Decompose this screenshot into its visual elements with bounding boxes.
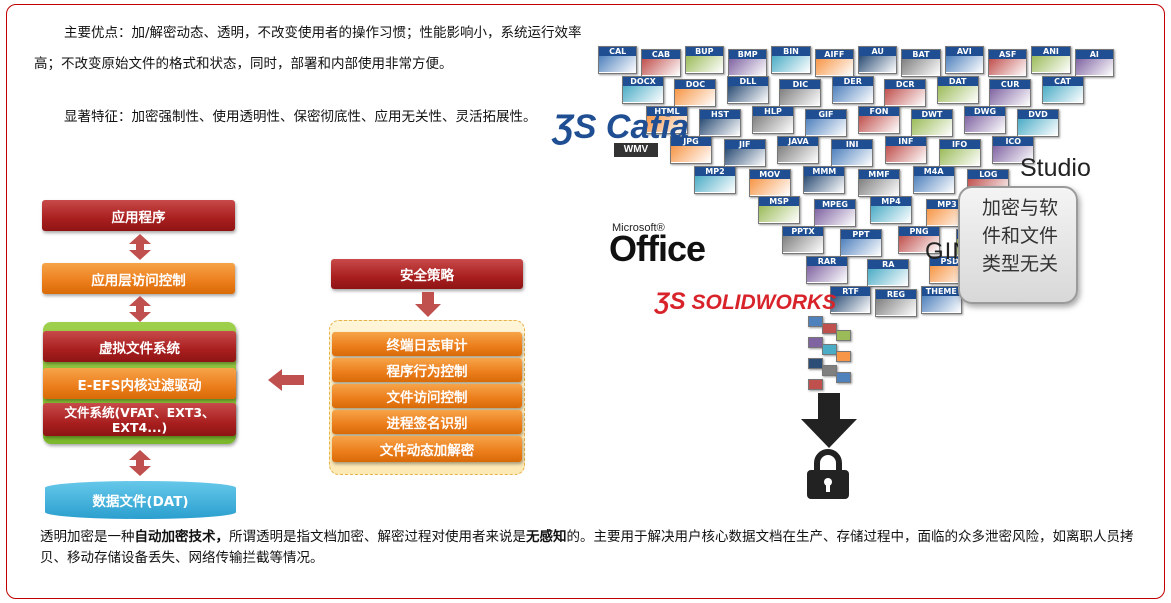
file-type-icon: M4A (912, 166, 955, 194)
file-type-icon: HST (699, 109, 741, 137)
filesystem-box: 文件系统(VFAT、EXT3、EXT4...) (43, 403, 236, 436)
file-type-icon (808, 337, 823, 348)
file-type-icon (822, 323, 837, 334)
efs-driver-box: E-EFS内核过滤驱动 (43, 368, 236, 399)
file-type-icon: ASF (988, 49, 1028, 77)
file-type-icon: DIC (779, 79, 822, 107)
policy-item: 程序行为控制 (332, 358, 522, 382)
file-type-icon (822, 344, 837, 355)
file-type-icon: AU (858, 46, 898, 74)
data-file-cylinder: 数据文件(DAT) (45, 481, 236, 519)
policy-item: 终端日志审计 (332, 332, 522, 356)
file-type-icon: THEME (920, 286, 962, 314)
file-type-icon (808, 358, 823, 369)
studio-logo: Studio (1020, 154, 1091, 182)
download-arrow-icon (801, 393, 857, 448)
file-type-icon: AIFF (814, 49, 854, 77)
file-type-icon: AVI (944, 46, 984, 74)
file-type-icon: MOV (748, 169, 791, 197)
file-type-icon: PNG (898, 226, 940, 254)
app-box: 应用程序 (42, 200, 235, 231)
file-type-icon (808, 316, 823, 327)
file-type-icon: DLL (726, 76, 769, 104)
advantages-text: 主要优点：加/解密动态、透明，不改变使用者的操作习惯；性能影响小，系统运行效率高… (34, 25, 582, 72)
file-type-icon: DWT (911, 109, 953, 137)
features-text: 显著特征：加密强制性、使用透明性、保密彻底性、应用无关性、灵活拓展性。 (64, 109, 537, 125)
file-type-icon (836, 372, 851, 383)
file-type-icon: IFO (938, 139, 981, 167)
file-type-icon (836, 351, 851, 362)
padlock-icon (807, 449, 849, 499)
file-type-icon: REG (875, 289, 917, 317)
frame-border (6, 4, 1165, 599)
file-type-icon: PPT (840, 229, 882, 257)
file-type-icon: RA (867, 259, 910, 287)
double-arrow-icon (129, 234, 151, 260)
policy-item: 文件动态加解密 (332, 436, 522, 462)
file-type-icon: RAR (806, 256, 848, 284)
app-access-control-box: 应用层访问控制 (42, 263, 235, 294)
file-type-icon: MMF (858, 169, 900, 197)
solidworks-logo: ƷS SOLIDWORKS (655, 288, 837, 315)
file-type-icon: DOC (674, 79, 717, 107)
file-type-icon: MPEG (814, 199, 856, 227)
file-type-icon: HLP (752, 106, 794, 134)
file-type-icon: INF (884, 136, 927, 164)
file-type-icon (836, 330, 851, 341)
wmv-tile: WMV (614, 143, 658, 157)
file-type-icon: ICO (992, 136, 1035, 164)
bubble-callout: 加密与软件和文件类型无关 (958, 186, 1078, 304)
file-type-icon: CUR (989, 79, 1032, 107)
vfs-box: 虚拟文件系统 (43, 331, 236, 362)
file-type-icon: DVD (1017, 109, 1059, 137)
file-type-icon: CAB (641, 49, 681, 77)
file-type-icon: MP2 (694, 166, 736, 194)
double-arrow-icon (129, 296, 151, 322)
security-policy-title: 安全策略 (331, 259, 523, 289)
file-type-icon: MP4 (870, 196, 912, 224)
left-arrow-icon (268, 369, 304, 391)
file-type-icon: DOCX (622, 76, 664, 104)
file-type-icon (808, 379, 823, 390)
file-type-icon: DWG (964, 106, 1006, 134)
catia-logo: ƷS Catia (553, 108, 690, 146)
file-type-icon: RTF (830, 286, 872, 314)
file-type-icon: HTML (646, 106, 688, 134)
microsoft-label: Microsoft® (612, 222, 665, 234)
file-type-icon: DER (831, 76, 874, 104)
file-type-icon: BAT (901, 49, 941, 77)
file-type-icon: MMM (803, 166, 846, 194)
file-type-icon: JIF (723, 139, 766, 167)
file-type-icon: INI (831, 139, 874, 167)
policy-item: 文件访问控制 (332, 384, 522, 408)
file-type-icon: DAT (936, 76, 979, 104)
file-type-icon: JPG (670, 136, 712, 164)
file-type-icon: CAL (598, 46, 638, 74)
file-type-icon: BUP (684, 46, 724, 74)
down-arrow-icon (415, 292, 441, 317)
double-arrow-icon (129, 450, 151, 476)
file-type-icon: BIN (771, 46, 811, 74)
file-type-icon: BMP (728, 49, 768, 77)
file-type-icon: PPTX (782, 226, 824, 254)
file-type-icon: FON (858, 106, 900, 134)
file-type-icon: GIF (805, 109, 847, 137)
file-type-icon: MSP (758, 196, 800, 224)
policy-item: 进程签名识别 (332, 410, 522, 434)
summary-text: 透明加密是一种自动加密技术，所谓透明是指文档加密、解密过程对使用者来说是无感知的… (40, 529, 1134, 566)
file-type-icon: DCR (884, 79, 927, 107)
file-type-icon: CAT (1041, 76, 1084, 104)
file-type-icon (822, 365, 837, 376)
file-type-icon: JAVA (777, 136, 820, 164)
file-type-icon: ANI (1031, 46, 1071, 74)
file-type-icon: AI (1074, 49, 1114, 77)
office-logo: Office (609, 228, 706, 269)
